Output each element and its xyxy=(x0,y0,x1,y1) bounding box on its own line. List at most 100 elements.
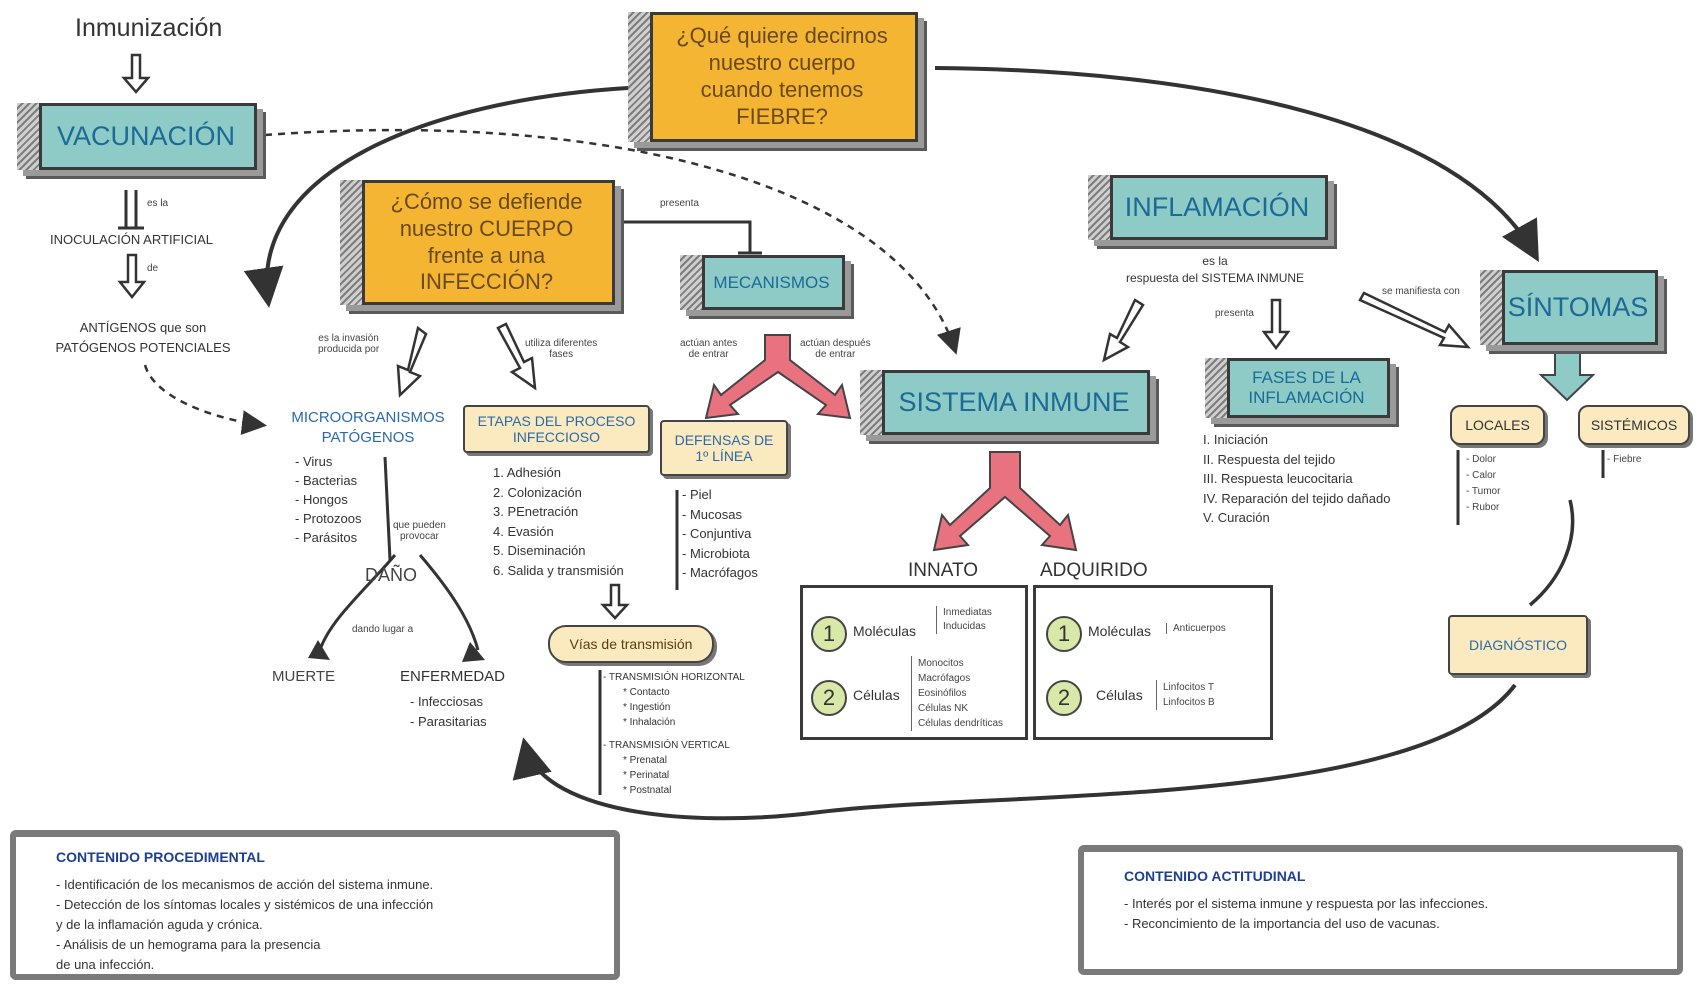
adquirido-frame: 1 Moléculas Anticuerpos 2 Células Linfoc… xyxy=(1033,585,1273,740)
hollow-arrow-to-vias xyxy=(600,583,630,620)
adquirido-title: ADQUIRIDO xyxy=(1040,560,1148,581)
mecanismos-label: MECANISMOS xyxy=(713,272,830,292)
arrowhead-muerte xyxy=(308,640,330,660)
t-connector-vacunacion xyxy=(118,190,144,230)
innato-moleculas: Moléculas xyxy=(853,623,917,639)
procedimental-title: CONTENIDO PROCEDIMENTAL xyxy=(56,849,265,865)
actitudinal-line-1: - Interés por el sistema inmune y respue… xyxy=(1124,896,1489,911)
vacunacion-label: VACUNACIÓN xyxy=(56,121,236,151)
microorganismos-list: - Virus- Bacterias - Hongos- Protozoos -… xyxy=(295,454,362,545)
dashed-antigenos-to-microorganismos xyxy=(143,364,267,436)
locales-box: LOCALES xyxy=(1450,405,1545,445)
innato-num-1: 1 xyxy=(811,616,847,652)
procedimental-line-1: - Identificación de los mecanismos de ac… xyxy=(56,877,434,892)
diagnostico-box: DIAGNÓSTICO xyxy=(1448,615,1588,675)
inflamacion-box: INFLAMACIÓN xyxy=(1088,175,1328,240)
dano-label: DAÑO xyxy=(365,565,418,585)
se-manifiesta: se manifiesta con xyxy=(1382,286,1460,297)
inf-presenta: presenta xyxy=(1215,308,1254,319)
sistemicos-list: - Fiebre xyxy=(1607,454,1642,465)
presenta-label: presenta xyxy=(660,198,699,209)
line-dano-split xyxy=(318,554,397,651)
procedimental-line-3: y de la inflamación aguda y crónica. xyxy=(56,917,263,932)
inoculacion-label: INOCULACIÓN ARTIFICIAL xyxy=(50,232,214,247)
curve-fiebre-to-microorganismos xyxy=(243,86,629,308)
adquirido-num-1: 1 xyxy=(1046,616,1082,652)
vias-box: Vías de transmisión xyxy=(548,625,714,663)
line-microorganismos-dano xyxy=(383,456,392,561)
enfermedad-title: ENFERMEDAD xyxy=(400,668,506,685)
defensas-list: - Piel- Mucosas - Conjuntiva- Microbiota… xyxy=(682,487,758,580)
adquirido-celulas: Células xyxy=(1096,687,1143,703)
hollow-arrow-inmunizacion xyxy=(121,53,151,94)
teal-down-arrow-sintomas xyxy=(1538,347,1596,402)
vacunacion-box: VACUNACIÓN xyxy=(17,103,257,170)
locales-title: LOCALES xyxy=(1465,416,1530,433)
enfermedad-list: - Infecciosas- Parasitarias xyxy=(410,694,487,729)
adquirido-moleculas: Moléculas xyxy=(1088,623,1152,639)
pink-split-arrow-mecanismos xyxy=(704,334,852,420)
line-dano-split-right xyxy=(418,554,480,651)
inmunizacion-label: Inmunización xyxy=(75,14,223,42)
hollow-arrow-to-etapas xyxy=(496,322,537,391)
vac-es-la: es la xyxy=(147,198,169,209)
actitudinal-line-2: - Reconcimiento de la importancia del us… xyxy=(1124,916,1440,931)
procedimental-line-5: de una infección. xyxy=(56,957,155,972)
vac-de: de xyxy=(147,263,159,274)
actitudinal-title: CONTENIDO ACTITUDINAL xyxy=(1124,868,1306,884)
dando-lugar: dando lugar a xyxy=(352,624,414,635)
hollow-arrow-inflamacion-down xyxy=(1261,298,1291,351)
arrowhead-enfermedad xyxy=(462,642,485,662)
locales-list: - Dolor- Calor - Tumor- Rubor xyxy=(1466,454,1501,513)
innato-title: INNATO xyxy=(908,560,979,581)
procedimental-panel: CONTENIDO PROCEDIMENTAL - Identificación… xyxy=(10,830,620,980)
muerte-label: MUERTE xyxy=(272,668,336,685)
sintomas-label: SÍNTOMAS xyxy=(1507,292,1649,322)
curve-diagnostico-to-enfermedad xyxy=(512,683,1517,821)
hollow-arrow-inflamacion-left xyxy=(1102,298,1145,363)
sistemicos-title: SISTÉMICOS xyxy=(1590,416,1678,433)
pink-split-arrow-sistema xyxy=(932,451,1078,552)
hollow-arrow-inoculacion xyxy=(117,253,147,300)
actitudinal-panel: CONTENIDO ACTITUDINAL - Interés por el s… xyxy=(1078,845,1683,975)
curve-fiebre-to-sintomas xyxy=(934,66,1539,262)
innato-celulas: Células xyxy=(853,687,900,703)
mecanismos-box: MECANISMOS xyxy=(680,255,845,310)
hollow-arrow-to-microorganismos xyxy=(396,325,428,398)
sintomas-box: SÍNTOMAS xyxy=(1480,270,1658,345)
vias-label: Vías de transmisión xyxy=(569,635,693,652)
hollow-arrow-to-sintomas xyxy=(1358,291,1471,349)
t-connector-presenta xyxy=(620,220,762,255)
sistemicos-box: SISTÉMICOS xyxy=(1578,405,1690,445)
sistema-inmune-box: SISTEMA INMUNE xyxy=(860,370,1150,435)
inflamacion-label: INFLAMACIÓN xyxy=(1124,192,1310,222)
procedimental-line-2: - Detección de los síntomas locales y si… xyxy=(56,897,434,912)
innato-num-2: 2 xyxy=(811,680,847,716)
sistema-inmune-label: SISTEMA INMUNE xyxy=(898,387,1130,417)
line-sintomas-to-diagnostico xyxy=(1528,499,1575,607)
adquirido-moleculas-list: Anticuerpos xyxy=(1166,623,1226,634)
